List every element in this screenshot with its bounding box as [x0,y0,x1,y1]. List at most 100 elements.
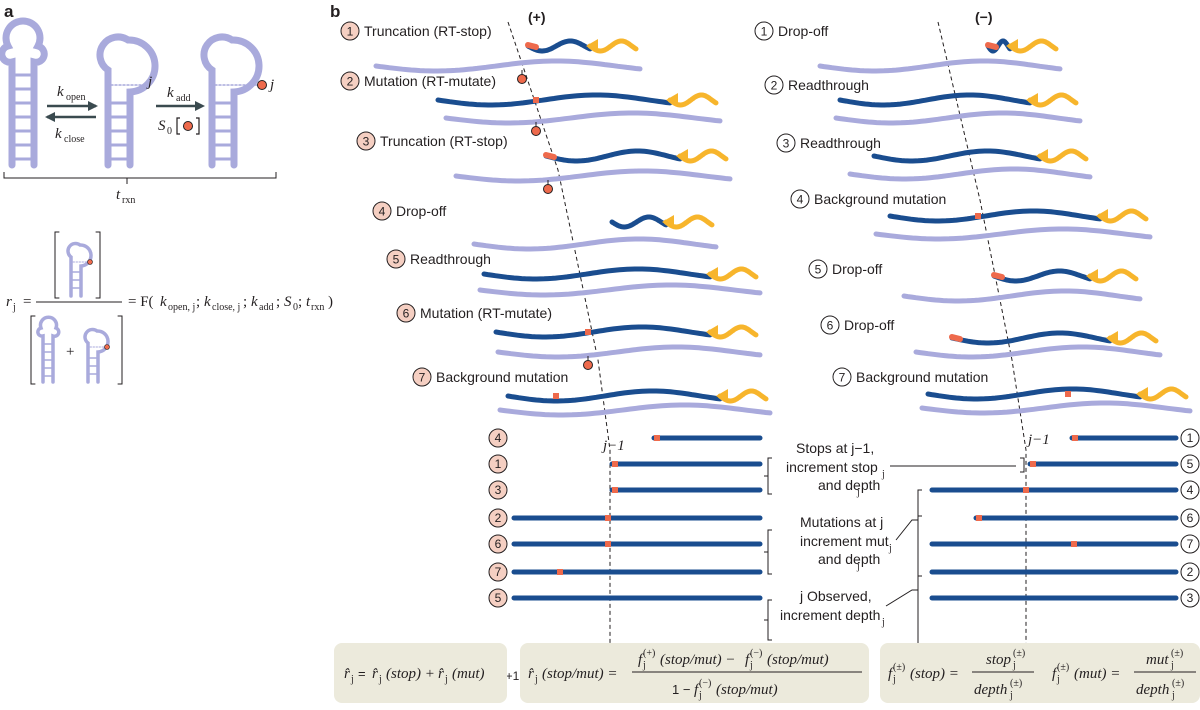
event-number: 2 [771,79,778,93]
read-number-badge [488,588,508,608]
cdna-strand [493,324,713,340]
primer-arrow-icon [706,267,718,281]
event-label: Mutation (RT-mutate) [364,73,496,89]
rna-strand [901,288,1143,304]
adduct-icon [531,126,541,136]
read-number-badge [488,508,508,528]
k-add-sub: add [176,93,190,104]
event-label: Drop-off [396,203,446,219]
annotation-observed: j Observed, increment depth j [764,515,922,671]
svg-text:j: j [881,617,885,628]
read-number-badge [488,454,508,474]
minus-read-3: 3 [929,588,1200,608]
cdna-strand [543,148,683,164]
event-number: 2 [347,75,354,89]
cdna-strand [985,38,1013,54]
plus-position-line [507,21,611,690]
minus-jm1-label: j−1 [1026,432,1050,448]
hairpin-closed [0,17,48,169]
j-label-open: j [146,74,152,90]
read-number-badge [488,534,508,554]
minus-header: (−) [975,9,993,25]
svg-text:(stop/mut) −: (stop/mut) − [660,652,736,668]
svg-text:j Observed,: j Observed, [799,588,872,604]
event-number-badge [754,21,774,41]
adduct-icon [257,80,267,90]
read-number: 4 [1187,483,1194,497]
event-label: Drop-off [832,261,882,277]
event-number-badge [776,133,796,153]
read-number: 5 [495,591,502,605]
svg-text:f: f [888,666,894,682]
event-label: Readthrough [788,77,869,93]
event-number: 3 [363,135,370,149]
rj-label: r [6,294,12,310]
cdna-strand [949,330,1113,346]
formula-1: r̂j = r̂j (stop) + r̂j (mut) [344,666,485,685]
svg-text:Mutations at j: Mutations at j [800,514,883,530]
event-number-badge [790,189,810,209]
event-number-badge [808,259,828,279]
svg-text:t: t [306,294,311,310]
svg-text:j: j [1056,674,1060,685]
svg-text:r̂: r̂ [438,666,444,682]
adduct-icon [583,360,593,370]
minus-event-2: 2 Readthrough [764,75,1083,126]
svg-text:(stop/mut): (stop/mut) [716,682,778,698]
event-label: Truncation (RT-stop) [364,23,492,39]
svg-text:f: f [694,682,700,698]
event-label: Background mutation [436,369,568,385]
svg-text:;: ; [196,294,200,310]
plus-read-5: 5 [488,588,763,608]
svg-text:increment depth: increment depth [780,607,880,623]
svg-text:j: j [856,561,860,572]
primer-arrow-icon [586,39,598,53]
svg-text:k: k [204,294,211,310]
rj-sub: j [12,302,16,313]
svg-text:add: add [259,302,273,313]
svg-text:rxn: rxn [311,302,324,313]
svg-text:j: j [534,674,538,685]
read-number: 6 [1187,511,1194,525]
plus-read-7: 7 [488,562,763,582]
event-number-badge [412,367,432,387]
event-number-badge [764,75,784,95]
rna-strand [495,344,763,360]
svg-text:j: j [892,674,896,685]
minus-read-2: 2 [929,562,1200,582]
plus-read-2: 2 [488,508,763,528]
svg-text:j: j [856,487,860,498]
plus-read-6: 6 [488,534,763,554]
svg-text:1 −: 1 − [672,682,690,697]
event-number-badge [372,201,392,221]
primer-arrow-icon [1036,149,1048,163]
cdna-strand [481,266,713,282]
equilibrium-arrows [45,101,98,122]
svg-text:j: j [749,660,753,671]
adduct-icon [543,184,553,194]
read-number: 7 [1187,537,1194,551]
formula-box-1 [334,643,507,703]
read-number-badge [1180,534,1200,554]
read-number-badge [488,562,508,582]
formula-box-3 [880,643,1200,703]
svg-text:): ) [328,294,333,310]
svg-text:mut: mut [1146,652,1169,668]
stop-mark [525,42,539,50]
svg-text:(stop) +: (stop) + [386,666,435,682]
svg-text:depth: depth [1136,682,1169,698]
time-bracket [3,172,277,184]
numerator-hairpin [54,231,101,299]
cdna-strand [925,386,1143,402]
read-number: 5 [1187,457,1194,471]
svg-text:increment mut: increment mut [800,533,889,549]
read-number-badge [1180,454,1200,474]
primer-arrow-icon [1086,269,1098,283]
